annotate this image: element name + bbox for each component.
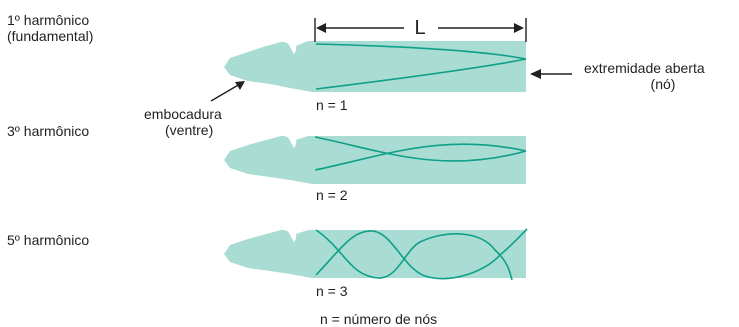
open-end-label: extremidade aberta	[584, 60, 705, 76]
standing-wave-3b	[315, 228, 528, 280]
legend-text: n = número de nós	[320, 311, 437, 327]
standing-wave-2a	[314, 136, 527, 162]
node-count-2: n = 2	[316, 187, 348, 203]
standing-wave-3a	[315, 229, 513, 281]
standing-wave-1	[315, 43, 527, 90]
length-label: L	[414, 17, 425, 39]
pipe-harmonic-5	[224, 228, 528, 281]
node-count-3: n = 3	[316, 283, 348, 299]
mouthpiece-label: embocadura	[144, 106, 222, 122]
harmonic-5-label: 5º harmônico	[7, 232, 89, 248]
harmonic-1-label: 1º harmônico	[7, 12, 89, 28]
mouthpiece-arrow	[210, 81, 245, 102]
mouthpiece-sublabel: (ventre)	[165, 122, 213, 138]
harmonic-3-label: 3º harmônico	[7, 123, 89, 139]
open-end-sublabel: (nó)	[651, 76, 676, 92]
pipe-harmonic-1	[224, 41, 527, 92]
harmonic-1-sublabel: (fundamental)	[7, 28, 93, 44]
node-count-1: n = 1	[316, 97, 348, 113]
standing-wave-2b	[314, 143, 527, 171]
open-end-arrow	[530, 69, 572, 79]
length-dimension: L	[314, 17, 527, 42]
pipe-harmonic-3	[224, 135, 527, 184]
